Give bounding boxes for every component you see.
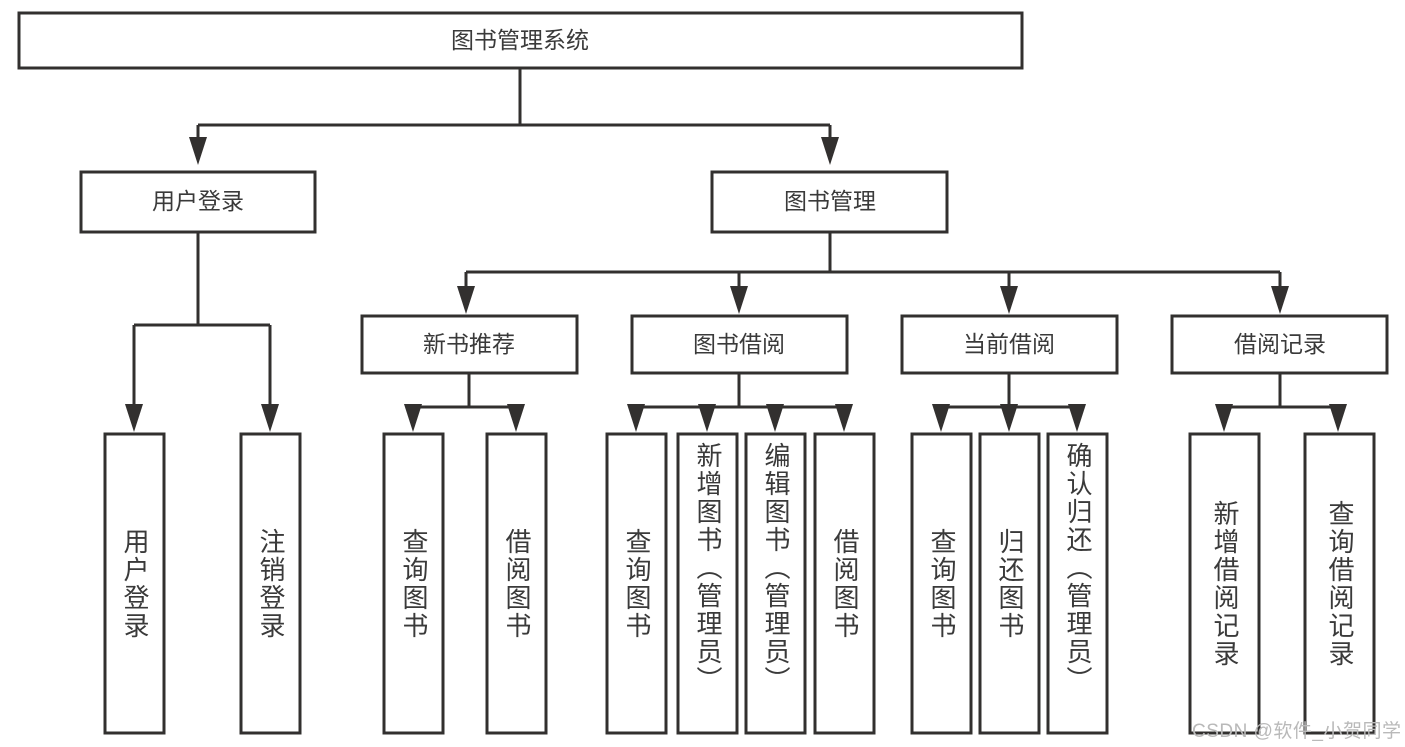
arrowhead-leaf-borrow-book-2 [835,404,853,432]
node-book-manage-box[interactable] [710,170,949,234]
node-user-login-label: 用户登录 [152,188,244,214]
arrowhead-new-book-recommend [457,286,475,314]
arrowhead-leaf-borrow-book-1 [507,404,525,432]
arrowhead-leaf-add-record [1215,404,1233,432]
leaf-box-borrow-book-2[interactable] [813,432,876,735]
node-book-borrow-label: 图书借阅 [693,331,785,357]
node-borrow-record-label: 借阅记录 [1234,331,1326,357]
leaf-box-query-record[interactable] [1303,432,1376,735]
leaf-box-confirm-return[interactable] [1046,432,1109,735]
node-book-borrow-box[interactable] [630,314,849,375]
arrowhead-leaf-query-record [1329,404,1347,432]
node-root-box[interactable] [17,11,1024,70]
arrowhead-borrow-record [1271,286,1289,314]
leaf-box-edit-book[interactable] [744,432,807,735]
arrowhead-leaf-edit-book [766,404,784,432]
arrowhead-leaf-query-book-1 [404,404,422,432]
node-root-label: 图书管理系统 [451,27,589,53]
node-current-borrow-box[interactable] [900,314,1119,375]
leaf-box-query-book-1[interactable] [382,432,445,735]
arrowhead-leaf-confirm-return [1068,404,1086,432]
arrowhead-leaf-add-book [698,404,716,432]
leaf-box-add-book[interactable] [676,432,739,735]
arrowhead-book-borrow [730,286,748,314]
arrowhead-book-manage [821,137,839,165]
leaf-box-add-record[interactable] [1188,432,1261,735]
leaf-box-query-book-2[interactable] [605,432,668,735]
leaf-box-user-login[interactable] [103,432,166,735]
leaf-box-borrow-book-1[interactable] [485,432,548,735]
arrowhead-leaf-user-login [125,404,143,432]
arrowhead-leaf-logout-login [261,404,279,432]
arrowhead-leaf-query-book-2 [627,404,645,432]
arrowhead-leaf-return-book [1000,404,1018,432]
leaf-box-logout-login[interactable] [239,432,302,735]
arrowhead-current-borrow [1000,286,1018,314]
node-current-borrow-label: 当前借阅 [963,331,1055,357]
arrowhead-leaf-query-book-3 [932,404,950,432]
leaf-box-query-book-3[interactable] [910,432,973,735]
csdn-watermark: CSDN @软件_小贺同学 [1192,721,1402,742]
arrowhead-user-login [189,137,207,165]
node-book-manage-label: 图书管理 [784,188,876,214]
node-borrow-record-box[interactable] [1170,314,1389,375]
node-new-book-recommend-label: 新书推荐 [423,331,515,357]
node-new-book-recommend-box[interactable] [360,314,579,375]
leaf-box-return-book[interactable] [978,432,1041,735]
